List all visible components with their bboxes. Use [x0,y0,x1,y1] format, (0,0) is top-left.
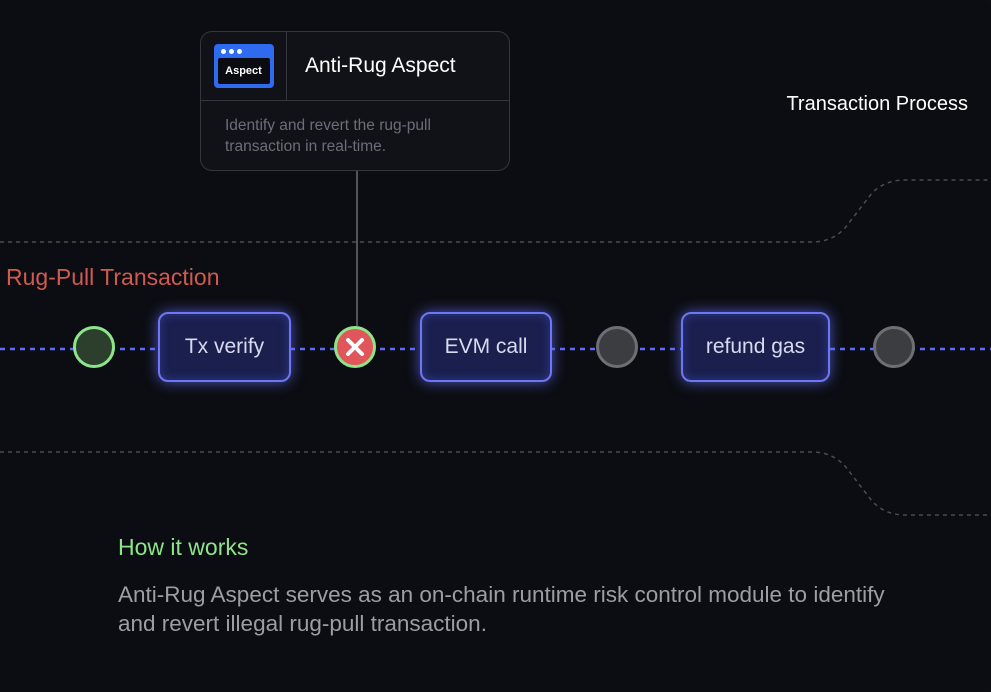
process-boundary-bottom [0,451,991,516]
step-evm-call: EVM call [420,312,552,382]
window-dots [220,49,242,54]
aspect-description: Identify and revert the rug-pull transac… [225,117,431,155]
how-it-works-description: Anti-Rug Aspect serves as an on-chain ru… [118,582,885,636]
aspect-title: Anti-Rug Aspect [305,54,456,77]
aspect-logo-text: Aspect [217,58,270,84]
node-pending [596,326,638,368]
step-tx-verify: Tx verify [158,312,291,382]
aspect-logo-cell: Aspect [201,32,287,100]
x-icon [346,338,364,356]
aspect-logo-icon: Aspect [213,44,274,88]
process-boundary-top [0,179,991,243]
step-refund-gas: refund gas [681,312,830,382]
aspect-card-header: Aspect Anti-Rug Aspect [201,32,509,101]
node-pending [873,326,915,368]
transaction-process-label: Transaction Process [786,93,968,115]
rug-pull-label: Rug-Pull Transaction [6,264,220,290]
aspect-card: Aspect Anti-Rug Aspect Identify and reve… [200,31,510,171]
how-it-works-title: How it works [118,534,249,560]
node-passed [73,326,115,368]
node-reverted [334,326,376,368]
